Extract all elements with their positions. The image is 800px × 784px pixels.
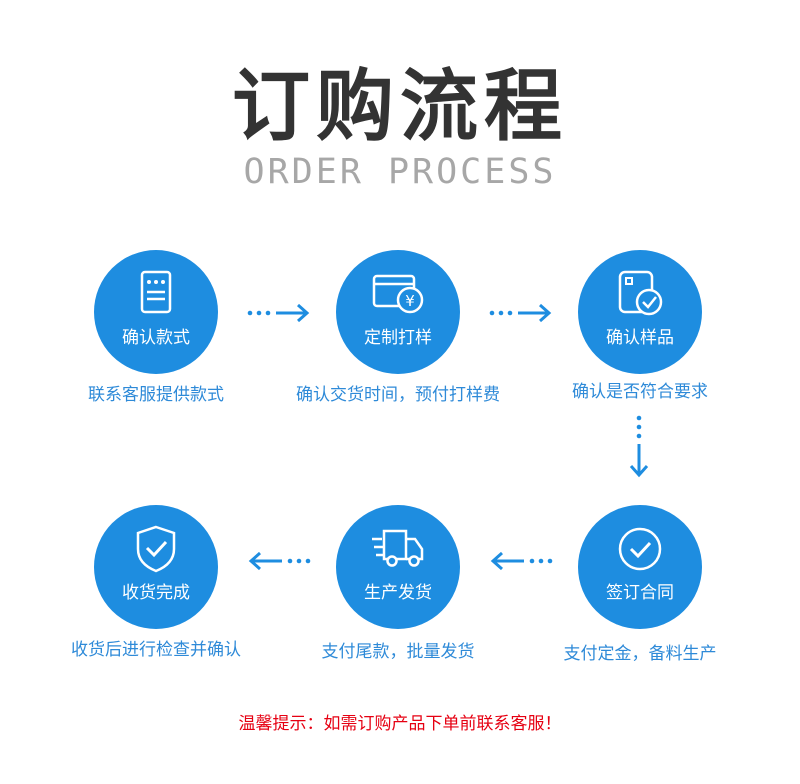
page-title: 订购流程 — [231, 62, 568, 152]
step-description: 联系客服提供款式 — [88, 385, 224, 405]
delivery-truck-icon — [372, 529, 424, 567]
step-label: 签订合同 — [606, 583, 674, 603]
step-description: 确认是否符合要求 — [572, 382, 708, 402]
sample-check-icon — [618, 270, 663, 316]
arrow-left-icon — [490, 551, 553, 571]
step-description: 支付定金，备料生产 — [563, 644, 717, 664]
step-label: 确认款式 — [122, 328, 190, 348]
svg-text:¥: ¥ — [405, 292, 415, 310]
arrow-left-icon — [248, 551, 311, 571]
step-label: 生产发货 — [364, 583, 432, 603]
step-label: 定制打样 — [364, 328, 432, 348]
step-sign-contract: 签订合同 — [578, 505, 702, 629]
step-description: 确认交货时间，预付打样费 — [296, 385, 500, 405]
step-confirm-sample: 确认样品 — [578, 250, 702, 374]
step-description: 支付尾款，批量发货 — [321, 642, 475, 662]
step-production-shipping: 生产发货 — [336, 505, 460, 629]
step-description: 收货后进行检查并确认 — [71, 640, 241, 660]
arrow-down-icon — [629, 415, 649, 478]
step-custom-sample: ¥ 定制打样 — [336, 250, 460, 374]
arrow-right-icon — [247, 303, 310, 323]
step-label: 确认样品 — [606, 328, 674, 348]
document-icon — [140, 270, 172, 314]
shield-check-icon — [136, 525, 176, 573]
payment-card-icon: ¥ — [372, 274, 424, 314]
check-circle-icon — [618, 527, 662, 571]
step-label: 收货完成 — [122, 583, 190, 603]
page-subtitle: ORDER PROCESS — [243, 152, 557, 192]
arrow-right-icon — [489, 303, 552, 323]
step-confirm-style: 确认款式 — [94, 250, 218, 374]
step-receipt-complete: 收货完成 — [94, 505, 218, 629]
footer-note: 温馨提示：如需订购产品下单前联系客服！ — [238, 714, 562, 734]
